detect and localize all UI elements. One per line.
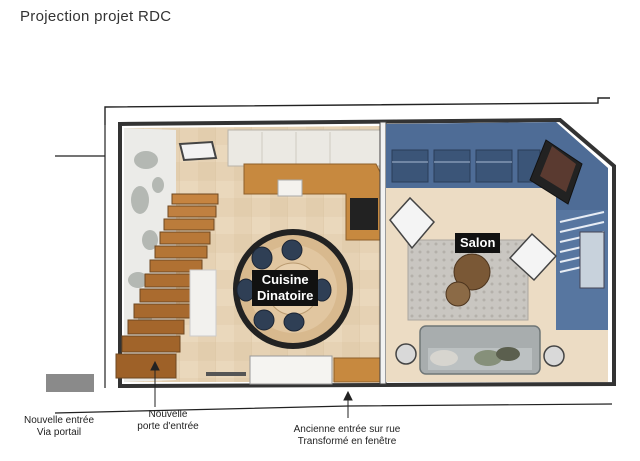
annotation-arrows [150, 360, 353, 418]
coffee-table [453, 253, 491, 291]
page-title: Projection projet RDC [20, 8, 172, 25]
staircase [115, 193, 219, 379]
room-label-living: Salon [455, 233, 501, 253]
room-label-kitchen: Cuisine Dinatoire [252, 270, 319, 306]
oven [350, 198, 378, 230]
plant-pattern [128, 151, 164, 331]
sofa [419, 325, 541, 375]
annotation-new-entry-line2: Via portail [36, 427, 82, 438]
fireplace-opening [540, 146, 576, 192]
annotation-new-door-line1: Nouvelle [148, 409, 188, 420]
stair-storage [189, 269, 217, 337]
armchairs [389, 196, 558, 282]
annotation-old-entry-line1: Ancienne entrée sur rue [293, 424, 401, 435]
annotation-new-entry: Nouvelle entrée Via portail [14, 415, 104, 439]
floor-lamp [395, 343, 417, 365]
annotation-old-entry-line2: Transformé en fenêtre [297, 436, 397, 447]
partition-wall [379, 121, 387, 385]
annotation-new-entry-line1: Nouvelle entrée [23, 415, 95, 426]
annotation-new-door: Nouvelle porte d'entrée [122, 409, 214, 433]
sideboard [249, 355, 333, 385]
annotation-old-entry: Ancienne entrée sur rue Transformé en fe… [272, 424, 422, 448]
bench [333, 357, 383, 383]
paving-block [46, 374, 94, 392]
sink [277, 179, 303, 197]
radiator [206, 372, 246, 376]
side-window [579, 231, 605, 289]
skylight [178, 140, 218, 162]
side-lamp [543, 345, 565, 367]
side-table [445, 281, 471, 307]
kitchen-counter [227, 129, 381, 167]
annotation-new-door-line2: porte d'entrée [137, 421, 199, 432]
